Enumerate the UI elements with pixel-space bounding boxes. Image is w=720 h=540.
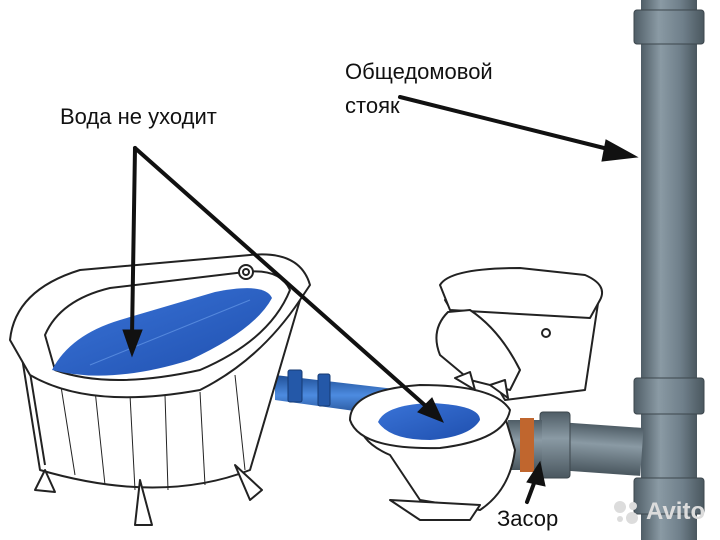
riser-label-line1: Общедомовой xyxy=(345,59,493,84)
arrows xyxy=(122,95,639,504)
branch-pipe xyxy=(508,411,644,479)
clog-ring xyxy=(520,418,534,472)
water-not-draining-label: Вода не уходит xyxy=(60,104,217,129)
water-highlight xyxy=(89,299,251,366)
toilet-water xyxy=(378,403,480,440)
bathtub-water xyxy=(52,288,272,376)
arrowhead-icon xyxy=(122,329,143,358)
arrow-to-toilet xyxy=(133,146,430,410)
arrowhead-icon xyxy=(417,397,444,423)
riser-label-line2: стояк xyxy=(345,93,400,118)
arrow-to-riser xyxy=(398,95,614,152)
avito-dots-icon xyxy=(614,501,638,524)
arrow-to-bathtub xyxy=(130,146,137,338)
arrowhead-icon xyxy=(526,460,546,487)
toilet xyxy=(349,267,604,521)
watermark-text: Avito xyxy=(646,498,706,525)
riser-pipe xyxy=(633,0,705,540)
arrowhead-icon xyxy=(601,139,639,162)
avito-watermark: Avito xyxy=(612,498,705,526)
clog-label: Засор xyxy=(497,506,559,531)
